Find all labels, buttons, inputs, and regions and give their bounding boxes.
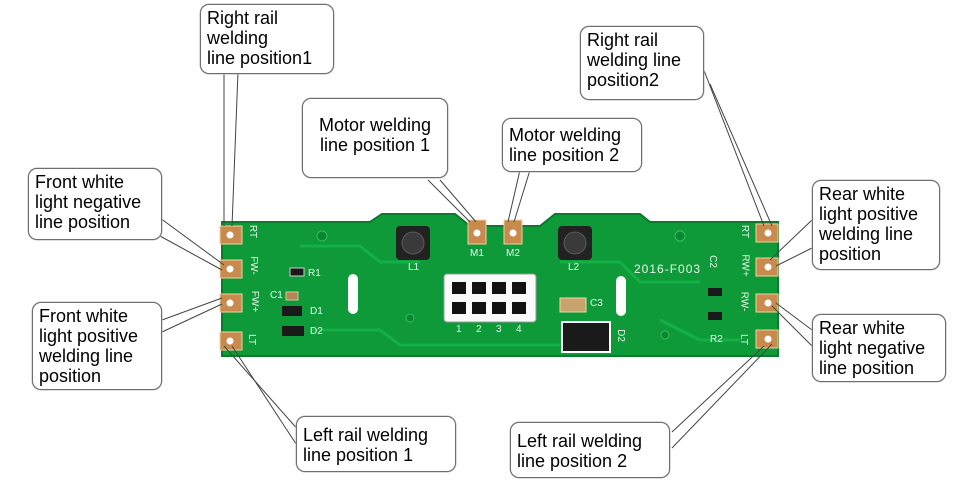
callout-line: line position1 [207, 48, 313, 68]
callout-line: line position 1 [303, 445, 414, 465]
callout-motor-2: Motor welding line position 2 [502, 118, 642, 172]
callout-line: position [39, 366, 102, 386]
left-pads [219, 225, 243, 351]
callout-line: welding line [819, 224, 914, 244]
callout-left-rail-1: Left rail welding line position 1 [296, 416, 456, 472]
callout-left-rail-2: Left rail welding line position 2 [510, 422, 670, 478]
callout-line: welding [207, 28, 269, 48]
callout-front-white-negative: Front white light negative line position [28, 168, 162, 240]
callout-line: light positive [39, 326, 139, 346]
callout-line: Motor welding [318, 115, 432, 135]
right-pads [755, 223, 779, 349]
callout-line: Right rail [207, 8, 279, 28]
callout-line: line position 2 [509, 145, 620, 165]
callout-rear-white-positive: Rear white light positive welding line p… [812, 180, 940, 270]
callout-line: Rear white [819, 184, 906, 204]
smd-components [282, 267, 722, 353]
connector-8pin [443, 273, 537, 323]
callout-line: line position 2 [517, 451, 628, 471]
callout-line: Left rail welding [517, 431, 643, 451]
callout-line: Front white [39, 306, 129, 326]
callout-line: line position [35, 212, 131, 232]
inductors [396, 226, 592, 260]
callout-right-rail-2: Right rail welding line position2 [580, 26, 704, 100]
callout-line: position [819, 244, 882, 264]
callout-line: line position 1 [319, 135, 431, 155]
callout-line: Rear white [819, 318, 906, 338]
callout-line: light negative [819, 338, 926, 358]
callout-line: light positive [819, 204, 919, 224]
callout-right-rail-1: Right rail welding line position1 [200, 4, 334, 74]
callout-line: welding line [39, 346, 134, 366]
callout-line: Right rail [587, 30, 659, 50]
motor-pads [467, 219, 523, 245]
callout-line: line position [819, 358, 915, 378]
leader-lines [159, 59, 813, 451]
callout-line: Left rail welding [303, 425, 429, 445]
callout-rear-white-negative: Rear white light negative line position [812, 314, 946, 382]
callout-line: Motor welding [509, 125, 622, 145]
callout-front-white-positive: Front white light positive welding line … [32, 302, 162, 390]
callout-line: position2 [587, 70, 660, 90]
callout-motor-1: Motor welding line position 1 [302, 98, 448, 178]
callout-line: Front white [35, 172, 125, 192]
callout-line: light negative [35, 192, 142, 212]
callout-line: welding line [587, 50, 682, 70]
